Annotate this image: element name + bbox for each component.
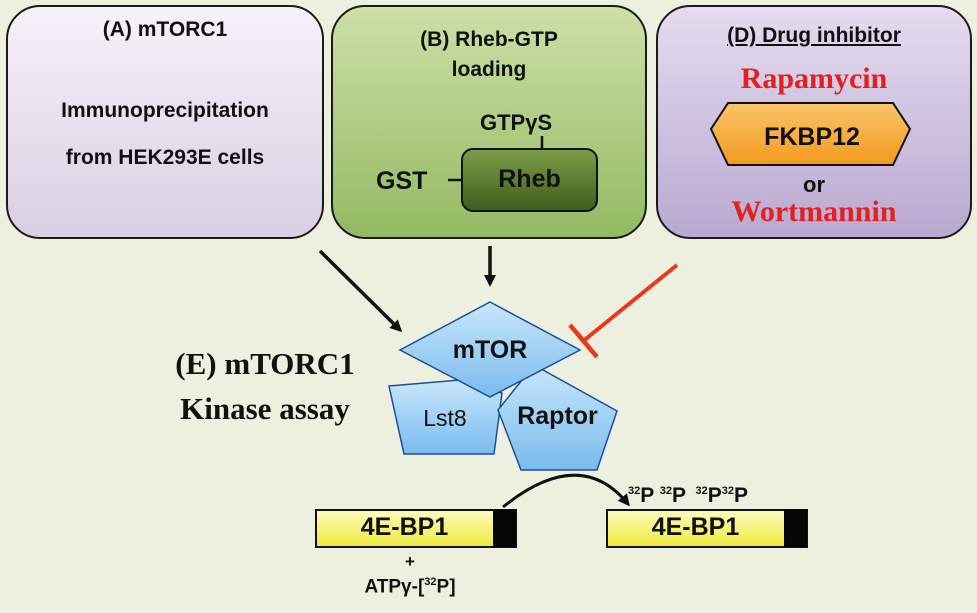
panel-drug-inhibitor: [656, 5, 972, 239]
assay-title-line2: Kinase assay: [180, 391, 350, 426]
or-label: or: [803, 172, 825, 197]
substrate-bar-end: [493, 510, 516, 547]
plus-sign: +: [405, 552, 415, 571]
rapamycin-label: Rapamycin: [740, 62, 888, 95]
lst8-shape: [388, 379, 503, 455]
rheb-label: Rheb: [498, 165, 561, 193]
phosphorylation-arrow: [502, 473, 630, 509]
substrate-label: 4E-BP1: [360, 513, 449, 541]
mtor-label: mTOR: [452, 336, 528, 364]
atp-label: ATPγ-[32P]: [364, 576, 456, 598]
phospho-2: 32P: [659, 484, 686, 507]
panel-a-line2: from HEK293E cells: [65, 146, 265, 169]
fkbp12-octagon: [709, 102, 912, 166]
mtor-diamond: [398, 301, 582, 398]
phospho-1: 32P: [628, 484, 654, 507]
gst-label: GST: [376, 167, 428, 195]
product-bar-end: [784, 510, 807, 547]
assay-title-line1: (E) mTORC1: [175, 346, 355, 381]
inhibition-line: [580, 263, 679, 344]
rheb-box: [461, 148, 598, 212]
gtp-gamma-s-label: GTPγS: [480, 110, 553, 135]
panel-d-title: (D) Drug inhibitor: [727, 24, 901, 47]
lst8-label: Lst8: [423, 405, 467, 431]
panel-b-title-line1: (B) Rheb-GTP: [420, 28, 558, 51]
panel-a-title: (A) mTORC1: [102, 18, 228, 41]
panel-a-line1: Immunoprecipitation: [61, 99, 269, 122]
fkbp12-label: FKBP12: [764, 123, 860, 151]
wortmannin-label: Wortmannin: [731, 195, 897, 228]
phospho-labels: 32P 32P 32P32P: [628, 484, 748, 508]
raptor-label: Raptor: [517, 402, 598, 430]
phospho-3: 32P: [695, 484, 722, 507]
arrow-a-to-mtor: [318, 249, 403, 333]
inhibition-bar: [568, 323, 599, 359]
panel-b-title-line2: loading: [451, 58, 527, 81]
product-label: 4E-BP1: [651, 513, 740, 541]
panel-mtorc1-source: [6, 5, 324, 239]
phospho-4: 32P: [721, 484, 748, 507]
raptor-shape: [497, 364, 618, 471]
